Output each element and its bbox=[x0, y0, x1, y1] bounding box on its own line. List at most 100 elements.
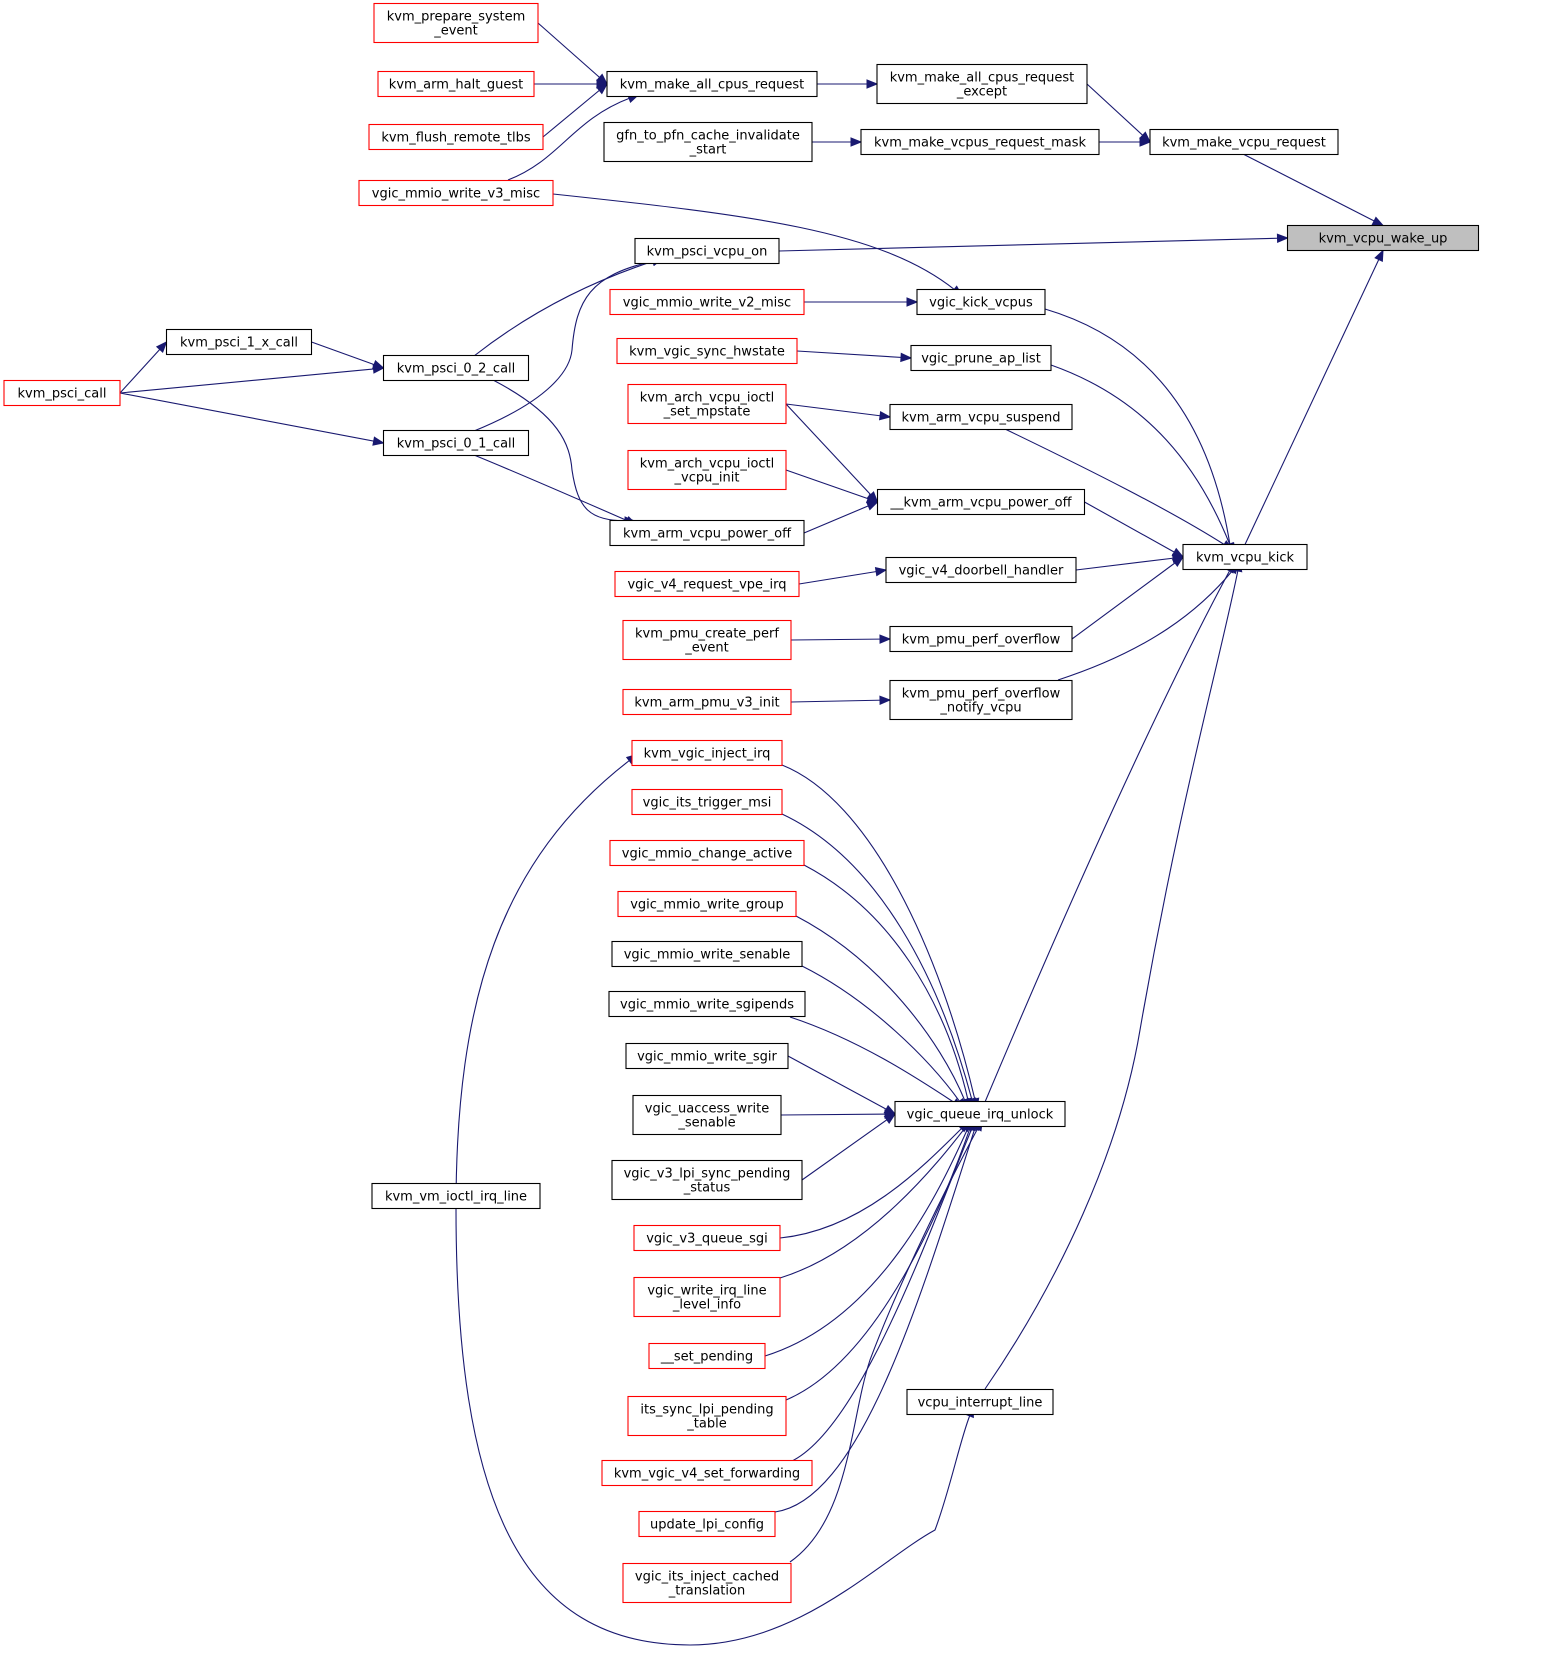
edge-line bbox=[1071, 556, 1184, 640]
function-node-ioctl_vcpu_init[interactable]: kvm_arch_vcpu_ioctl_vcpu_init bbox=[627, 449, 787, 491]
edge-line bbox=[779, 1121, 969, 1239]
function-node-make_all_except[interactable]: kvm_make_all_cpus_request_except bbox=[876, 63, 1088, 105]
function-node-set_pending[interactable]: __set_pending bbox=[648, 1342, 766, 1370]
function-node-arm_pmu_v3_init[interactable]: kvm_arm_pmu_v3_init bbox=[622, 688, 792, 716]
function-node-make_vcpu_request[interactable]: kvm_make_vcpu_request bbox=[1149, 128, 1339, 156]
function-node-box bbox=[625, 1042, 789, 1070]
call-edge-flush_remote_tlbs-to-make_all bbox=[542, 83, 609, 138]
function-node-label: _status bbox=[683, 1181, 731, 1196]
function-node-its_sync_lpi[interactable]: its_sync_lpi_pending_table bbox=[627, 1395, 787, 1437]
arrowhead bbox=[372, 436, 385, 446]
function-node-label: gfn_to_pfn_cache_invalidate bbox=[616, 129, 800, 144]
arrowhead bbox=[906, 297, 919, 307]
function-node-box bbox=[611, 940, 803, 968]
function-node-label: kvm_arm_vcpu_suspend bbox=[902, 411, 1061, 426]
edge-line bbox=[778, 237, 1288, 252]
function-node-kick[interactable]: kvm_vcpu_kick bbox=[1182, 543, 1308, 571]
edge-line bbox=[764, 1119, 973, 1357]
arrowhead bbox=[883, 1113, 897, 1124]
function-node-box bbox=[627, 1395, 787, 1437]
call-edge-psci_call-to-psci_1_x bbox=[119, 341, 168, 394]
function-node-label: vgic_mmio_write_senable bbox=[624, 948, 791, 963]
function-node-box bbox=[611, 1159, 803, 1201]
function-node-label: vgic_mmio_write_v3_misc bbox=[372, 187, 540, 202]
function-node-psci_vcpu_on[interactable]: kvm_psci_vcpu_on bbox=[634, 237, 780, 265]
call-edge-its_sync_lpi-to-queue_irq_unlock bbox=[785, 1118, 974, 1401]
function-node-pmu_perf_overflow[interactable]: kvm_pmu_perf_overflow bbox=[889, 625, 1073, 653]
function-node-uaccess_write_senable[interactable]: vgic_uaccess_write_senable bbox=[632, 1094, 782, 1136]
call-edge-arm_halt_guest-to-make_all bbox=[534, 79, 609, 89]
function-node-v4_doorbell[interactable]: vgic_v4_doorbell_handler bbox=[885, 556, 1077, 584]
function-node-pmu_create_perf[interactable]: kvm_pmu_create_perf_event bbox=[622, 619, 792, 661]
function-node-flush_remote_tlbs[interactable]: kvm_flush_remote_tlbs bbox=[368, 123, 544, 151]
function-node-box bbox=[906, 1388, 1054, 1416]
function-node-mmio_write_group[interactable]: vgic_mmio_write_group bbox=[617, 890, 797, 918]
call-edge-psci_0_1-to-power_off bbox=[473, 454, 638, 526]
function-node-write_irq_line_level[interactable]: vgic_write_irq_line_level_info bbox=[633, 1276, 781, 1318]
function-node-its_trigger_msi[interactable]: vgic_its_trigger_msi bbox=[631, 788, 783, 816]
call-edge-mmio_write_sgipends-to-queue_irq_unlock bbox=[789, 1016, 964, 1109]
function-node-mmio_change_active[interactable]: vgic_mmio_change_active bbox=[609, 839, 805, 867]
arrowhead bbox=[372, 364, 385, 374]
edge-line bbox=[803, 864, 971, 1109]
call-edge-kick-to-wake_up bbox=[1244, 249, 1384, 545]
edge-line bbox=[119, 367, 384, 394]
function-node-arm_halt_guest[interactable]: kvm_arm_halt_guest bbox=[377, 70, 535, 98]
function-node-v4_request_vpe_irq[interactable]: vgic_v4_request_vpe_irq bbox=[614, 570, 800, 598]
function-node-label: kvm_arch_vcpu_ioctl bbox=[640, 457, 775, 472]
function-node-mmio_write_v3_misc[interactable]: vgic_mmio_write_v3_misc bbox=[358, 179, 554, 207]
function-node-box bbox=[373, 2, 539, 44]
function-node-box bbox=[609, 288, 805, 316]
function-node-label: vgic_v3_lpi_sync_pending bbox=[624, 1167, 791, 1182]
function-node-box bbox=[1149, 128, 1339, 156]
function-node-inject_irq[interactable]: kvm_vgic_inject_irq bbox=[631, 739, 783, 767]
edge-line bbox=[780, 1113, 896, 1116]
function-node-v4_set_forwarding[interactable]: kvm_vgic_v4_set_forwarding bbox=[601, 1459, 813, 1487]
call-edge-v3_queue_sgi-to-queue_irq_unlock bbox=[779, 1120, 970, 1239]
function-node-mmio_write_sgipends[interactable]: vgic_mmio_write_sgipends bbox=[608, 990, 806, 1018]
function-node-__power_off[interactable]: __kvm_arm_vcpu_power_off bbox=[876, 488, 1086, 516]
function-node-update_lpi_config[interactable]: update_lpi_config bbox=[638, 1510, 776, 1538]
function-node-make_vcpus_mask[interactable]: kvm_make_vcpus_request_mask bbox=[860, 128, 1100, 156]
function-node-its_inject_cached[interactable]: vgic_its_inject_cached_translation bbox=[622, 1562, 792, 1604]
function-node-label: kvm_vcpu_wake_up bbox=[1319, 232, 1448, 247]
function-node-psci_0_1[interactable]: kvm_psci_0_1_call bbox=[382, 429, 530, 457]
function-node-label: kvm_vgic_v4_set_forwarding bbox=[614, 1467, 800, 1482]
function-node-box bbox=[601, 1459, 813, 1487]
edge-line bbox=[1057, 562, 1240, 681]
function-node-mmio_write_senable[interactable]: vgic_mmio_write_senable bbox=[611, 940, 803, 968]
call-edge-make_vcpus_mask-to-make_vcpu_request bbox=[1099, 137, 1152, 147]
function-node-psci_0_2[interactable]: kvm_psci_0_2_call bbox=[382, 354, 530, 382]
function-node-vcpu_suspend[interactable]: kvm_arm_vcpu_suspend bbox=[889, 403, 1073, 431]
function-node-v3_queue_sgi[interactable]: vgic_v3_queue_sgi bbox=[633, 1224, 781, 1252]
call-edge-v4_doorbell-to-kick bbox=[1075, 553, 1185, 571]
function-node-vcpu_interrupt_line[interactable]: vcpu_interrupt_line bbox=[906, 1388, 1054, 1416]
function-node-label: _vcpu_init bbox=[674, 471, 740, 486]
function-node-psci_call[interactable]: kvm_psci_call bbox=[3, 379, 121, 407]
edge-line bbox=[789, 1119, 983, 1563]
edge-line bbox=[455, 1207, 974, 1646]
arrowhead bbox=[1374, 249, 1384, 263]
edge-line bbox=[552, 193, 963, 297]
function-node-kick_vcpus[interactable]: vgic_kick_vcpus bbox=[916, 288, 1046, 316]
function-node-prepare_system_event[interactable]: kvm_prepare_system_event bbox=[373, 2, 539, 44]
function-node-power_off[interactable]: kvm_arm_vcpu_power_off bbox=[609, 519, 805, 547]
function-node-queue_irq_unlock[interactable]: vgic_queue_irq_unlock bbox=[894, 1100, 1066, 1128]
function-node-make_all[interactable]: kvm_make_all_cpus_request bbox=[606, 70, 818, 98]
function-node-gfn_cache[interactable]: gfn_to_pfn_cache_invalidate_start bbox=[603, 121, 813, 163]
function-node-sync_hwstate[interactable]: kvm_vgic_sync_hwstate bbox=[616, 337, 798, 365]
function-node-mmio_write_v2_misc[interactable]: vgic_mmio_write_v2_misc bbox=[609, 288, 805, 316]
function-node-vm_ioctl_irq_line[interactable]: kvm_vm_ioctl_irq_line bbox=[371, 1182, 541, 1210]
function-node-label: _except bbox=[956, 85, 1007, 100]
function-node-prune_ap_list[interactable]: vgic_prune_ap_list bbox=[910, 344, 1052, 372]
function-node-ioctl_set_mpstate[interactable]: kvm_arch_vcpu_ioctl_set_mpstate bbox=[627, 383, 787, 425]
function-node-pmu_overflow_notify[interactable]: kvm_pmu_perf_overflow_notify_vcpu bbox=[889, 679, 1073, 721]
function-node-psci_1_x[interactable]: kvm_psci_1_x_call bbox=[165, 328, 313, 356]
function-node-label: kvm_psci_0_2_call bbox=[397, 362, 516, 377]
function-node-label: kvm_pmu_create_perf bbox=[635, 627, 779, 642]
function-node-v3_lpi_sync[interactable]: vgic_v3_lpi_sync_pending_status bbox=[611, 1159, 803, 1201]
function-node-wake_up: kvm_vcpu_wake_up bbox=[1286, 224, 1480, 252]
function-node-mmio_write_sgir[interactable]: vgic_mmio_write_sgir bbox=[625, 1042, 789, 1070]
nodes-layer: kvm_vcpu_wake_up kvm_vcpu_kick kvm_make_vc… bbox=[3, 2, 1480, 1604]
